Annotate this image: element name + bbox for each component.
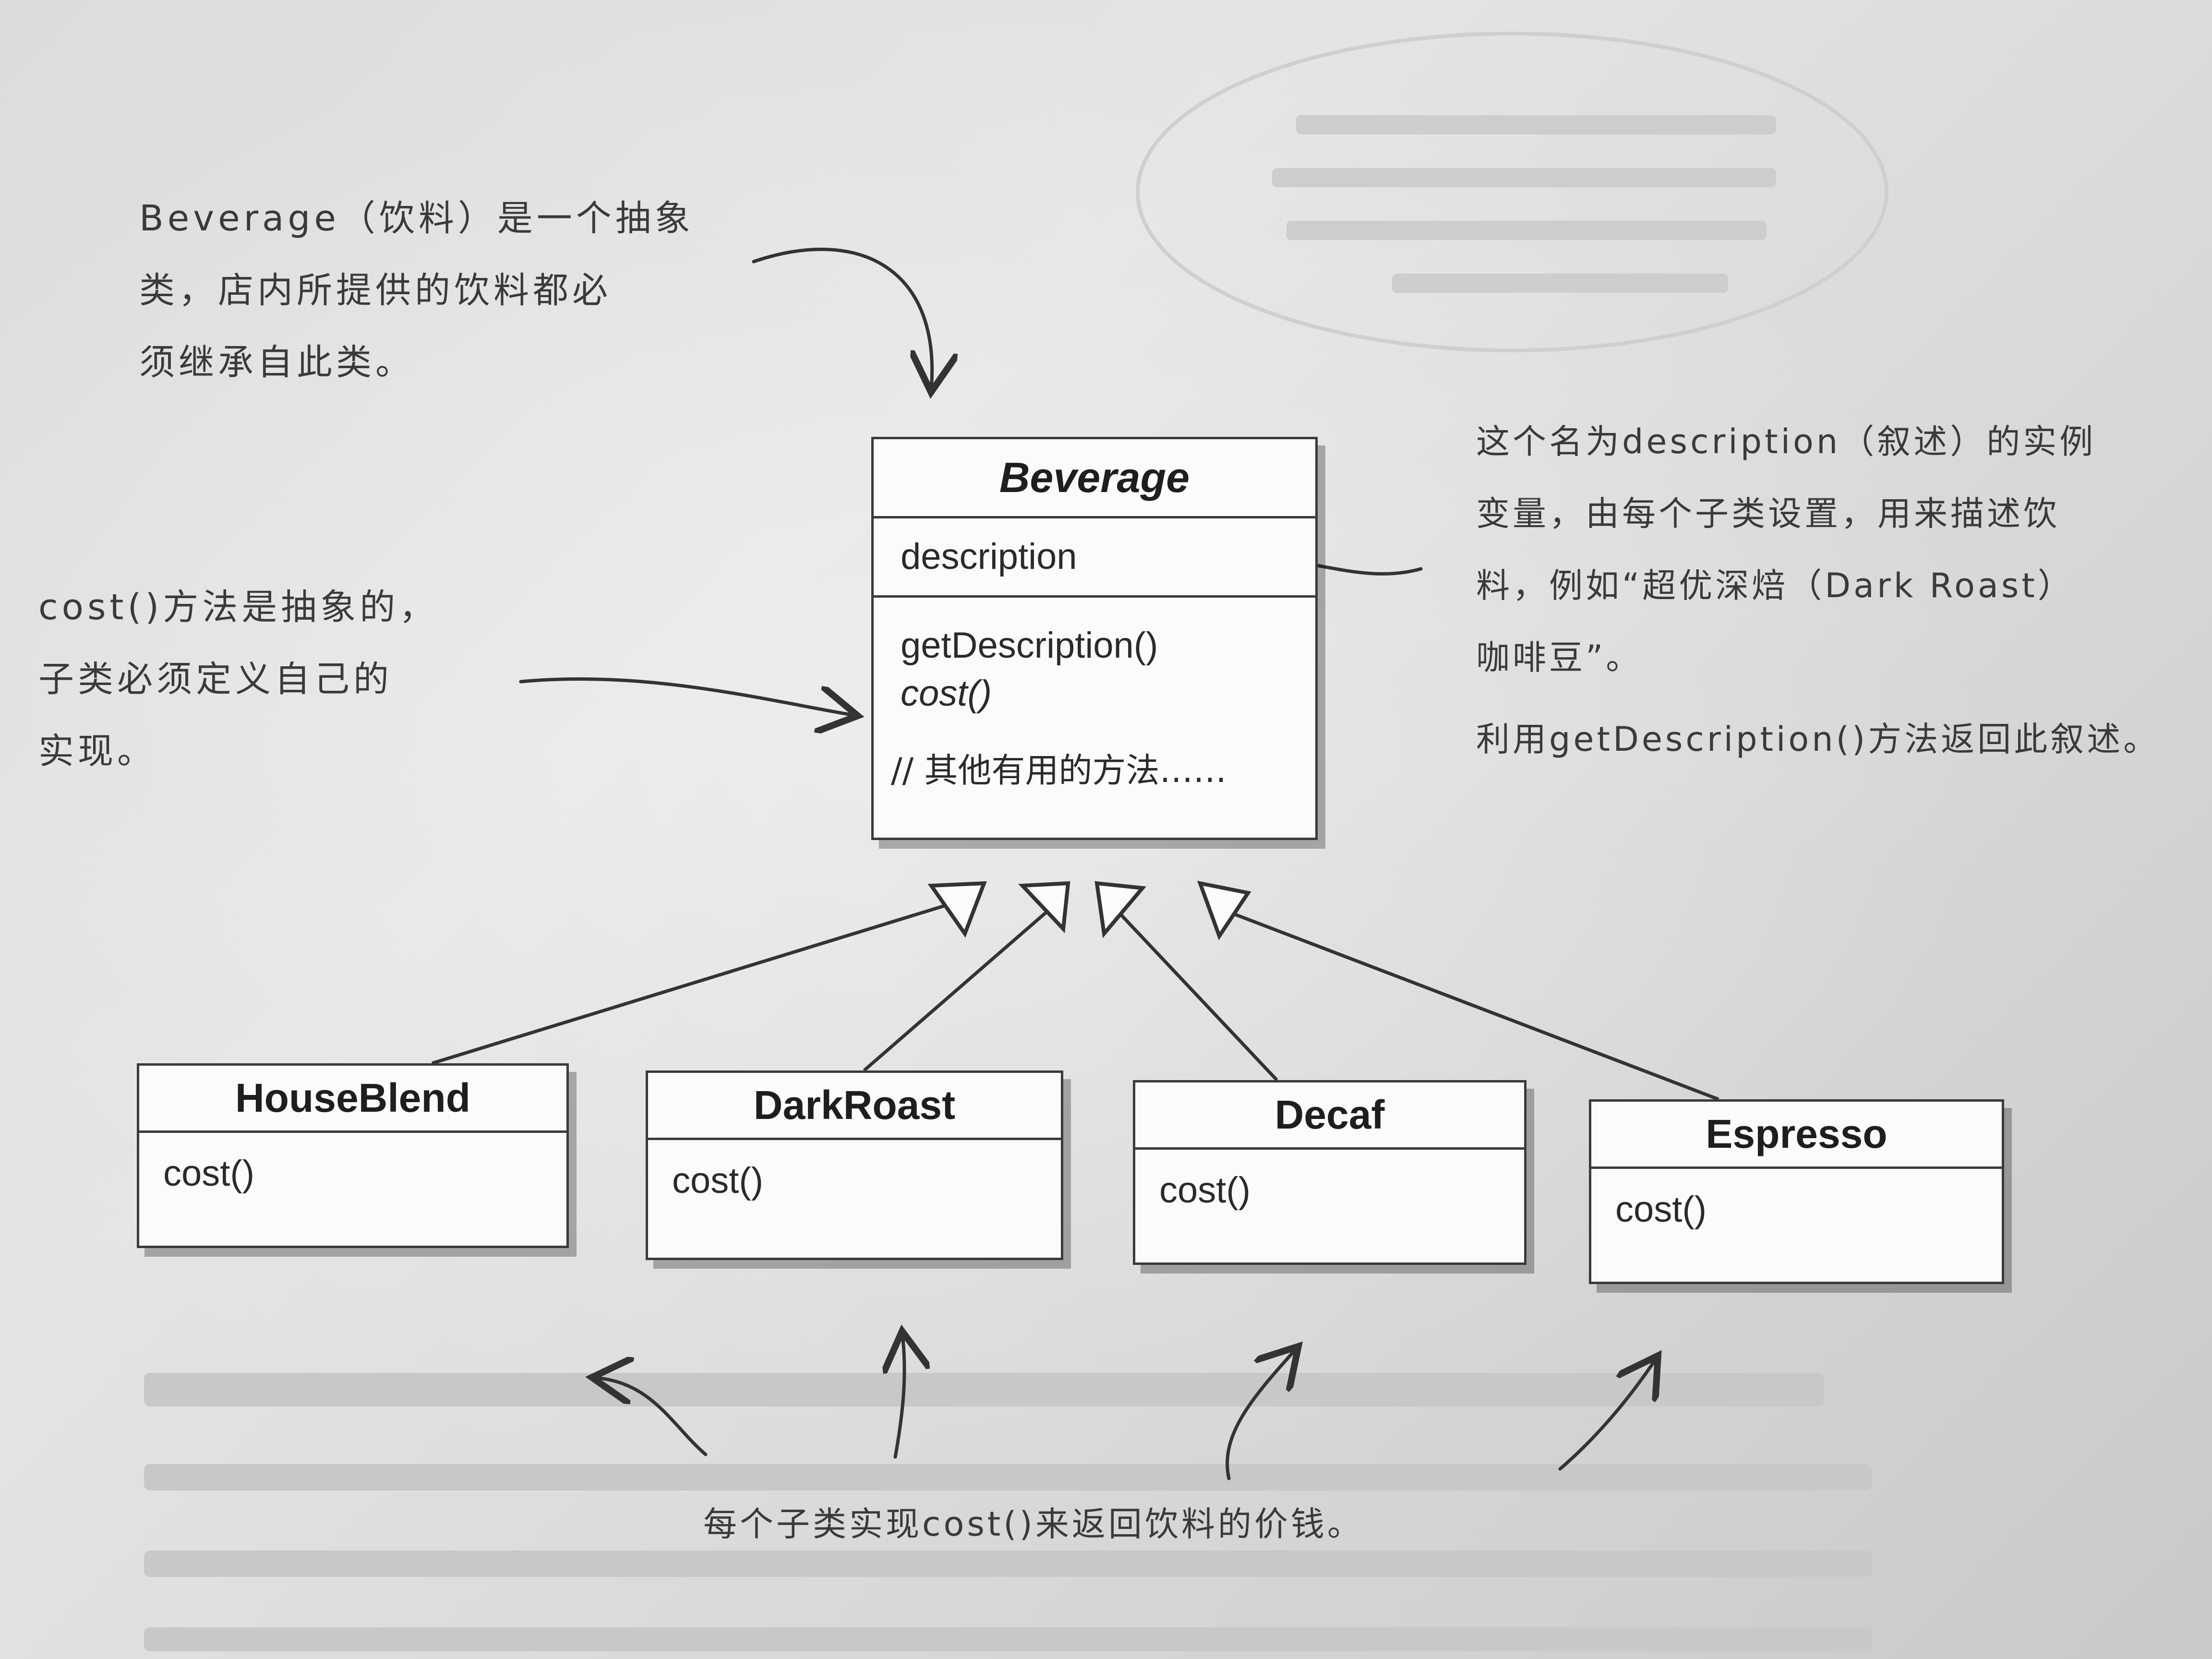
class-box-espresso: Espresso cost() bbox=[1589, 1099, 2004, 1284]
arrow-abstract-class bbox=[752, 247, 932, 389]
method-cost-houseblend: cost() bbox=[163, 1153, 254, 1194]
method-cost-espresso: cost() bbox=[1615, 1189, 1707, 1230]
other-methods-comment: // 其他有用的方法…… bbox=[891, 751, 1227, 790]
class-box-beverage: Beverage description getDescription() co… bbox=[871, 437, 1318, 840]
note-get-description: 利用getDescription()方法返回此叙述。 bbox=[1476, 720, 2160, 759]
methods-section: getDescription() cost() // 其他有用的方法…… bbox=[874, 598, 1315, 794]
note-subclass-cost: 每个子类实现cost()来返回饮料的价钱。 bbox=[703, 1504, 1364, 1544]
arrow-darkroast-cost bbox=[895, 1334, 904, 1459]
attribute-description: description bbox=[874, 518, 1315, 598]
class-name-beverage: Beverage bbox=[874, 439, 1315, 518]
inherit-line-decaf bbox=[1117, 911, 1278, 1082]
inherit-line-darkroast bbox=[863, 911, 1048, 1072]
inherit-triangle-decaf bbox=[1094, 881, 1146, 938]
inherit-line-espresso bbox=[1228, 910, 1719, 1101]
note-abstract-class: Beverage（饮料）是一个抽象 类，店内所提供的饮料都必 须继承自此类。 bbox=[139, 198, 694, 383]
class-name-espresso: Espresso bbox=[1591, 1102, 2002, 1169]
method-getdescription: getDescription() bbox=[901, 625, 1158, 666]
inherit-triangle-houseblend bbox=[927, 881, 987, 938]
arrow-espresso-cost bbox=[1558, 1358, 1656, 1471]
inherit-line-houseblend bbox=[431, 901, 956, 1065]
method-cost-darkroast: cost() bbox=[672, 1160, 763, 1201]
class-box-decaf: Decaf cost() bbox=[1133, 1080, 1527, 1265]
note-description-variable: 这个名为description（叙述）的实例 变量，由每个子类设置，用来描述饮 … bbox=[1476, 422, 2096, 677]
class-box-darkroast: DarkRoast cost() bbox=[646, 1070, 1063, 1260]
method-cost-abstract: cost() bbox=[901, 673, 992, 714]
arrow-decaf-cost bbox=[1226, 1349, 1296, 1480]
inherit-triangle-darkroast bbox=[1018, 881, 1070, 934]
class-name-darkroast: DarkRoast bbox=[648, 1073, 1061, 1140]
inherit-triangle-espresso bbox=[1197, 880, 1251, 940]
class-name-decaf: Decaf bbox=[1135, 1082, 1524, 1150]
arrow-cost-abstract bbox=[519, 677, 854, 715]
note-cost-abstract: cost()方法是抽象的， 子类必须定义自己的 实现。 bbox=[38, 587, 439, 772]
arrow-houseblend-cost bbox=[595, 1378, 708, 1456]
class-name-houseblend: HouseBlend bbox=[139, 1066, 566, 1133]
class-box-houseblend: HouseBlend cost() bbox=[137, 1063, 569, 1248]
method-cost-decaf: cost() bbox=[1159, 1170, 1250, 1211]
